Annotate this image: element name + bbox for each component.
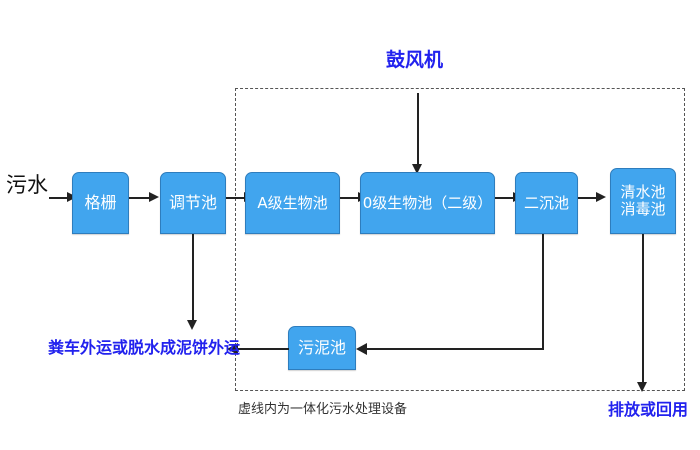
sludge-haulaway-label: 粪车外运或脱水成泥饼外运 bbox=[48, 338, 241, 357]
inlet-label: 污水 bbox=[6, 173, 48, 197]
process-box-a-stage[interactable]: A级生物池 bbox=[245, 172, 340, 234]
regulation-sludge-drop-line bbox=[192, 234, 194, 322]
process-box-secondary-settling[interactable]: 二沉池 bbox=[515, 172, 578, 234]
discharge-outlet-label: 排放或回用 bbox=[608, 400, 689, 419]
process-box-o-stage[interactable]: 0级生物池（二级） bbox=[360, 172, 495, 234]
process-box-secondary-settling-label: 二沉池 bbox=[523, 193, 569, 212]
arrowhead-sludge-to-haulaway bbox=[227, 343, 238, 355]
connector-grid-to-regulation bbox=[129, 197, 151, 199]
connector-sludge-to-haulaway bbox=[237, 348, 289, 350]
arrowhead-secondary-to-clearwater bbox=[596, 192, 606, 202]
connector-secondary-to-clearwater bbox=[578, 197, 599, 199]
arrowhead-grid-to-regulation bbox=[149, 192, 159, 202]
secondary-sludge-return-arrowhead bbox=[356, 343, 367, 355]
inlet-connector-line bbox=[49, 197, 69, 199]
connector-regulation-to-a-stage bbox=[226, 197, 248, 199]
process-box-regulation-label: 调节池 bbox=[168, 193, 217, 213]
process-box-sludge-tank-label: 污泥池 bbox=[297, 338, 346, 358]
process-box-grid[interactable]: 格栅 bbox=[72, 172, 129, 234]
process-box-clearwater-disinfection[interactable]: 清水池 消毒池 bbox=[610, 168, 676, 234]
connector-a-stage-to-o-stage bbox=[340, 197, 361, 199]
process-box-regulation[interactable]: 调节池 bbox=[160, 172, 226, 234]
blower-label: 鼓风机 bbox=[386, 49, 444, 71]
discharge-arrowhead bbox=[637, 382, 647, 392]
secondary-sludge-return-hline bbox=[366, 348, 544, 350]
blower-feed-line bbox=[417, 93, 419, 165]
integrated-equipment-enclosure bbox=[235, 88, 685, 391]
clearwater-label-line2: 消毒池 bbox=[620, 200, 666, 218]
enclosure-caption: 虚线内为一体化污水处理设备 bbox=[238, 402, 408, 417]
process-box-o-stage-label: 0级生物池（二级） bbox=[362, 193, 493, 212]
secondary-sludge-return-vline bbox=[542, 234, 544, 350]
connector-o-stage-to-secondary bbox=[495, 197, 515, 199]
discharge-line bbox=[642, 234, 644, 384]
regulation-sludge-drop-arrowhead bbox=[187, 320, 197, 330]
clearwater-label-line1: 清水池 bbox=[620, 183, 666, 202]
process-box-a-stage-label: A级生物池 bbox=[257, 193, 328, 212]
process-box-grid-label: 格栅 bbox=[84, 193, 117, 213]
process-box-clearwater-labels: 清水池 消毒池 bbox=[611, 184, 675, 218]
blower-feed-arrowhead bbox=[412, 164, 422, 174]
process-box-sludge-tank[interactable]: 污泥池 bbox=[288, 326, 356, 370]
